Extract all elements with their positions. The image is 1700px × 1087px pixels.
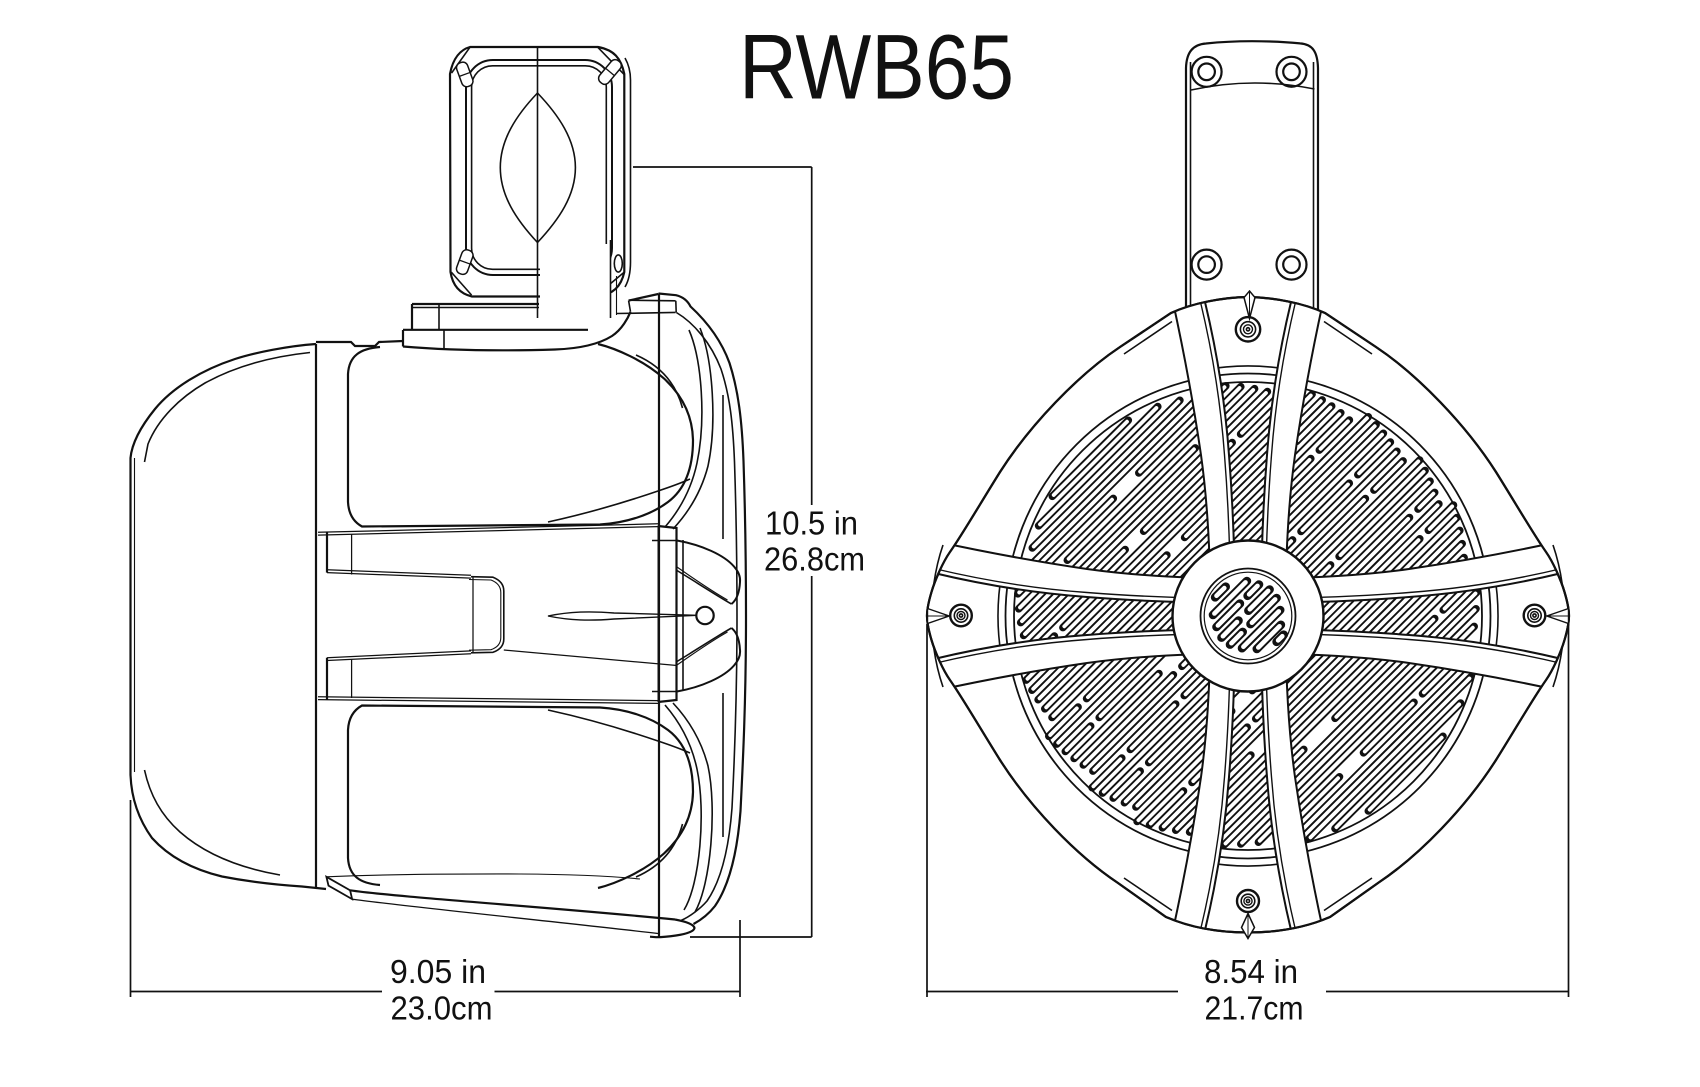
svg-text:RWB65: RWB65 xyxy=(739,17,1014,119)
svg-text:23.0cm: 23.0cm xyxy=(391,990,493,1027)
svg-text:8.54 in: 8.54 in xyxy=(1204,953,1298,990)
svg-text:9.05 in: 9.05 in xyxy=(390,953,486,990)
svg-text:21.7cm: 21.7cm xyxy=(1205,990,1304,1027)
svg-text:26.8cm: 26.8cm xyxy=(764,541,865,578)
svg-text:10.5 in: 10.5 in xyxy=(765,505,858,542)
